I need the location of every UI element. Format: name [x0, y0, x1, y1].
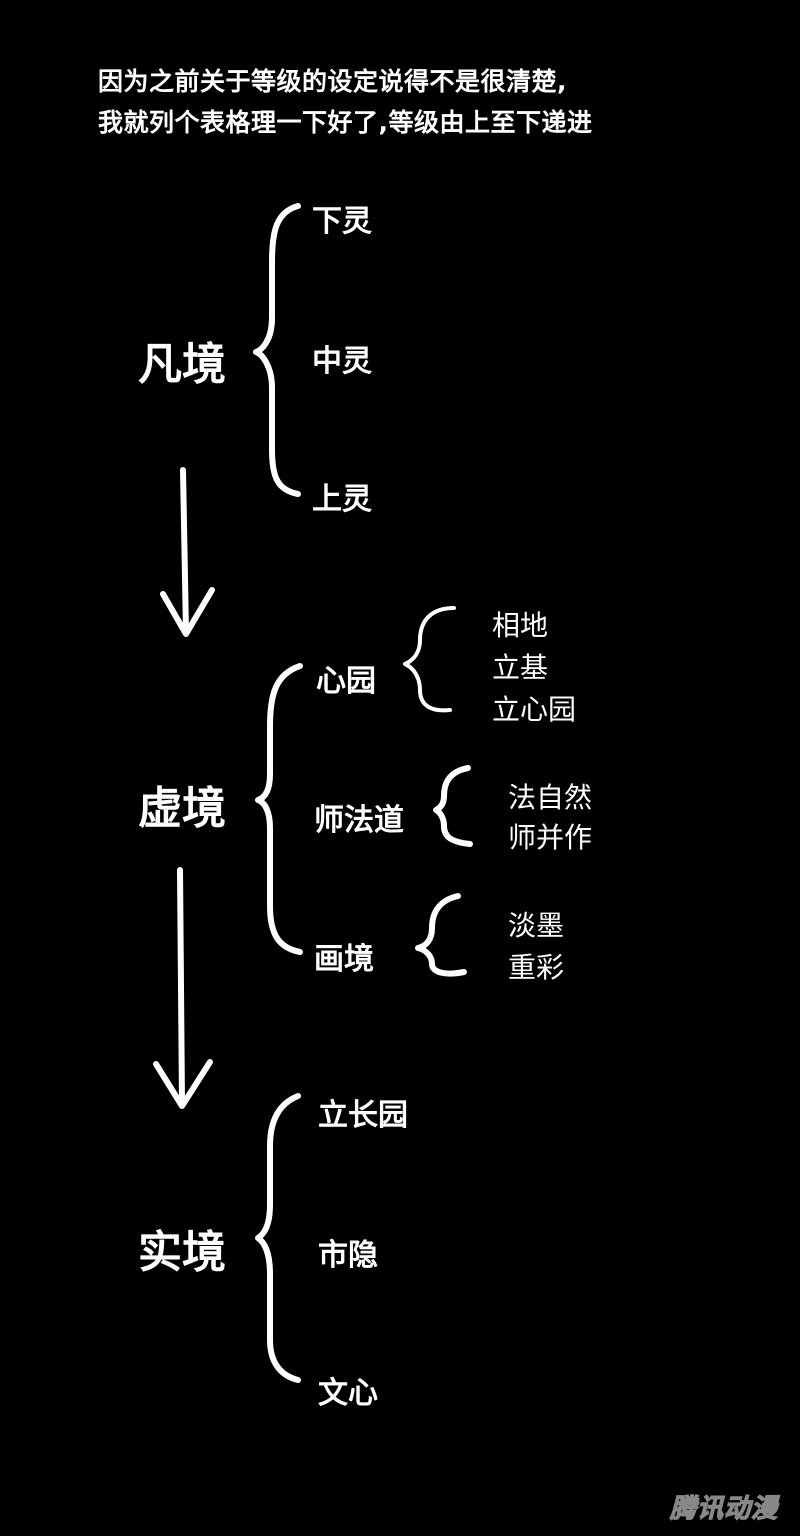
realm-xujing: 虚境: [138, 783, 226, 834]
realm-shijing: 实境: [138, 1227, 226, 1278]
sub-lixinyuan: 立心园: [492, 693, 577, 726]
level-shangling: 上灵: [312, 482, 372, 517]
intro-line-2: 我就列个表格理一下好了,等级由上至下递进: [98, 108, 593, 137]
level-xialing: 下灵: [312, 204, 372, 239]
watermark-logo: 腾讯动漫: [669, 1493, 778, 1524]
sub-liji: 立基: [492, 651, 549, 684]
level-lichangyuan: 立长园: [318, 1098, 408, 1133]
brace-shijing: [255, 1093, 301, 1383]
level-shifadao: 师法道: [314, 803, 404, 838]
sub-zhongcai: 重彩: [508, 951, 565, 984]
arrow-down-2: [153, 867, 213, 1109]
level-huajing: 画境: [314, 942, 374, 977]
brace-huajing: [415, 893, 467, 977]
brace-shifadao: [433, 765, 473, 847]
level-shiyin: 市隐: [318, 1238, 378, 1273]
sub-danmo: 淡墨: [508, 909, 565, 942]
sub-faziran: 法自然: [508, 781, 593, 814]
brace-fanjing: [253, 203, 301, 497]
level-xinyuan: 心园: [316, 664, 376, 699]
sub-xiangdi: 相地: [492, 609, 549, 642]
level-zhongling: 中灵: [312, 344, 372, 379]
brace-xinyuan: [403, 606, 456, 713]
sub-shibingzuo: 师并作: [508, 821, 593, 854]
brace-xujing: [255, 663, 303, 955]
intro-line-1: 因为之前关于等级的设定说得不是很清楚,: [98, 67, 567, 96]
realm-fanjing: 凡境: [138, 339, 226, 390]
arrow-down-1: [160, 467, 215, 637]
level-wenxin: 文心: [318, 1376, 378, 1411]
